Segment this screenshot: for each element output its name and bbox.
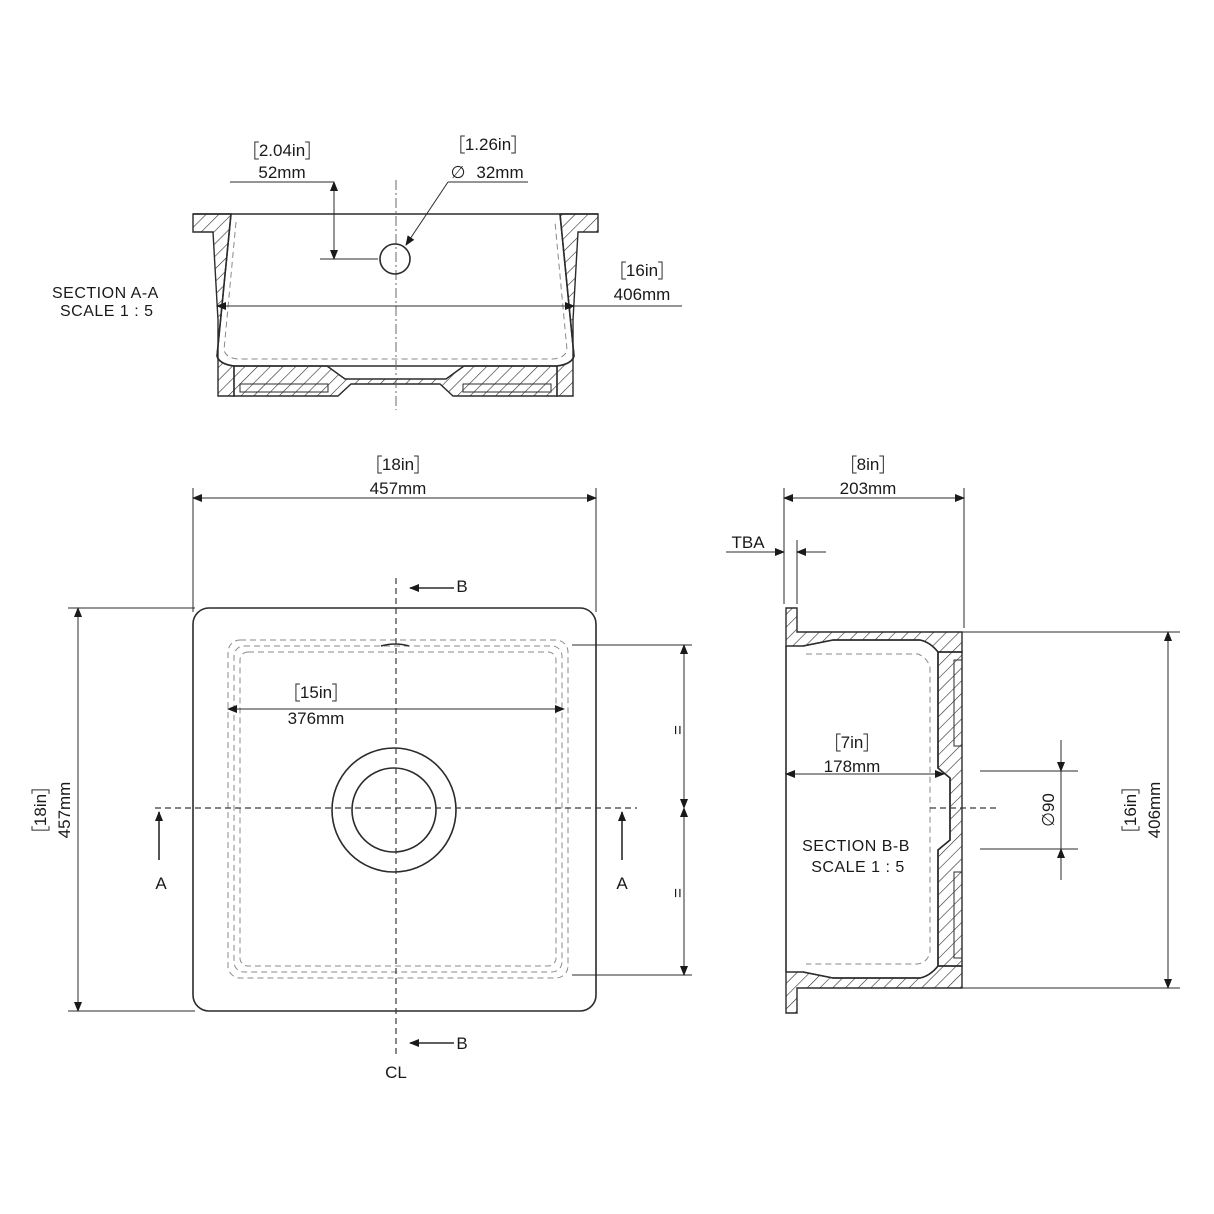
section-aa-view [192,180,682,410]
section-marker-b-bottom: B [456,1034,467,1053]
dim-bb-depth-mm-label: 203mm [840,479,897,498]
dim-bb-height-in-label: 16in [1121,794,1140,826]
dim-plan-width-mm-label: 457mm [370,479,427,498]
section-aa-waste-hole [379,243,411,275]
section-aa-scale: SCALE 1 : 5 [60,303,154,320]
dim-aa-depth-in-label: 16in [626,261,658,280]
section-bb-title: SECTION B-B [802,838,910,855]
section-marker-a-right: A [616,874,628,893]
section-marker-b-top: B [456,577,467,596]
section-bb-scale: SCALE 1 : 5 [811,859,905,876]
section-bb-top-wall [785,607,963,653]
plan-outer-outline [192,607,597,1012]
section-marker-a-left: A [155,874,167,893]
inch-bracket [621,261,663,280]
dim-waste-mm-label: 32mm [476,163,523,182]
dim-plan-height-mm-label: 457mm [55,782,74,839]
plan-inner-bowl [227,639,569,979]
dim-plan-inner-in-label: 15in [300,683,332,702]
dim-bb-inner-mm-label: 178mm [824,757,881,776]
inch-bracket [852,455,884,474]
plan-view [68,488,692,1056]
inch-bracket [1121,789,1140,831]
inch-bracket [377,455,419,474]
section-aa-title: SECTION A-A [52,285,159,302]
plan-overflow-slot [380,643,410,647]
section-bb-view [726,488,1180,1014]
equal-mark-lower: = [668,888,687,898]
dim-waste-in-label: 1.26in [465,135,511,154]
inch-bracket [295,683,337,702]
dim-flange-label: TBA [731,533,765,552]
equal-mark-upper: = [668,725,687,735]
section-bb-bottom-wall [785,965,963,1014]
dim-bb-inner-in-label: 7in [841,733,864,752]
plan-waste-inner [351,767,437,853]
dim-plan-width-in-label: 18in [382,455,414,474]
dim-plan-height-in-label: 18in [31,794,50,826]
inch-bracket [31,789,50,831]
dim-offset-in-label: 2.04in [259,141,305,160]
dim-bb-height-mm-label: 406mm [1145,782,1164,839]
dim-bb-depth-in-label: 8in [857,455,880,474]
dim-plan-inner-mm-label: 376mm [288,709,345,728]
inch-bracket [254,141,310,160]
dim-waste-symbol: ∅ [451,163,466,182]
plan-waste-outer [331,747,457,873]
centerline-symbol: CL [385,1063,407,1082]
inch-bracket [460,135,516,154]
dim-bb-waste-label: ∅90 [1039,793,1058,827]
dim-offset-mm-label: 52mm [258,163,305,182]
dim-aa-depth-mm-label: 406mm [614,285,671,304]
inch-bracket [836,733,868,752]
section-aa-hidden-line [223,221,568,360]
